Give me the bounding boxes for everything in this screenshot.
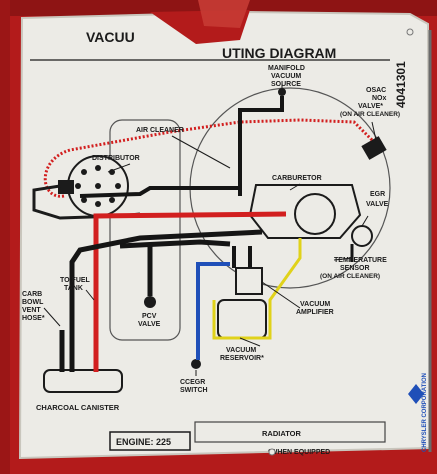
mount-hole	[268, 448, 276, 456]
label-vac-amp-2: AMPLIFIER	[296, 309, 334, 316]
manifold-hose	[238, 96, 284, 196]
engine-label: ENGINE: 225	[116, 437, 171, 447]
label-fuel-tank-2: TANK	[64, 285, 83, 292]
label-ccegr-1: CCEGR	[180, 379, 205, 386]
tape-piece	[198, 0, 250, 28]
mount-hole-2	[406, 28, 414, 36]
label-air-cleaner: AIR CLEANER	[136, 127, 184, 134]
label-carb-bowl-2: BOWL	[22, 299, 44, 306]
label-vac-amp-1: VACUUM	[300, 301, 330, 308]
black-hose-mid	[119, 239, 231, 249]
part-number: 4041301	[394, 61, 408, 108]
label-carb-bowl-3: VENT	[22, 307, 41, 314]
red-hose-canister	[93, 211, 287, 372]
label-radiator: RADIATOR	[262, 429, 301, 438]
label-charcoal-canister: CHARCOAL CANISTER	[36, 403, 120, 412]
blue-hose-ccegr	[196, 262, 230, 360]
radiator-box	[194, 421, 386, 443]
vacuum-advance-unit	[58, 180, 74, 194]
label-osac-4: (ON AIR CLEANER)	[340, 111, 400, 118]
label-osac-3: VALVE*	[358, 103, 383, 110]
label-vac-res-2: RESERVOIR*	[220, 355, 264, 362]
label-carburetor: CARBURETOR	[272, 175, 322, 182]
label-carb-bowl-4: HOSE*	[22, 315, 45, 322]
vacuum-amplifier	[235, 267, 263, 295]
label-osac-1: OSAC	[366, 87, 386, 94]
label-egr-2: VALVE	[366, 201, 389, 208]
title-right: UTING DIAGRAM	[222, 45, 336, 61]
carburetor-bore	[294, 193, 336, 235]
pcv-valve	[144, 296, 156, 308]
label-manifold-2: VACUUM	[271, 73, 301, 80]
osac-valve	[361, 136, 387, 160]
chrysler-pentastar-logo	[408, 384, 424, 404]
label-ccegr-2: SWITCH	[180, 387, 208, 394]
panel-shadow-left	[0, 0, 10, 474]
red-hose-osac	[43, 118, 374, 198]
label-carb-bowl-1: CARB	[22, 291, 42, 298]
label-temp-3: (ON AIR CLEANER)	[320, 273, 380, 280]
label-vac-res-1: VACUUM	[226, 347, 256, 354]
engine-box	[109, 431, 191, 451]
label-temp-1: TEMPERATURE	[334, 257, 387, 264]
label-pcv-1: PCV	[142, 313, 157, 320]
leader-lines	[43, 84, 377, 376]
label-temp-2: SENSOR	[340, 265, 370, 272]
footnote: *WHEN EQUIPPED	[268, 449, 330, 456]
ccegr-switch	[191, 359, 201, 369]
yellow-hose-egr	[212, 238, 302, 340]
brand-label: CHRYSLER CORPORATION	[422, 373, 428, 452]
carburetor	[248, 184, 362, 239]
label-osac-2: NOx	[372, 95, 387, 102]
label-fuel-tank-1: TO FUEL	[60, 277, 91, 284]
manifold-vacuum-port	[278, 88, 286, 96]
engine-outline	[109, 119, 181, 341]
distributor-vacuum-hose	[79, 186, 240, 198]
component-labels: MANIFOLD VACUUM SOURCE OSAC NOx VALVE* (…	[22, 65, 400, 438]
label-pcv-2: VALVE	[138, 321, 161, 328]
black-hose-canister	[69, 229, 263, 372]
title-left: VACUU	[86, 29, 135, 45]
label-manifold-1: MANIFOLD	[268, 65, 305, 72]
label-manifold-3: SOURCE	[271, 81, 301, 88]
charcoal-canister	[43, 369, 123, 393]
label-distributor: DISTRIBUTOR	[92, 155, 140, 162]
label-egr-1: EGR	[370, 191, 385, 198]
